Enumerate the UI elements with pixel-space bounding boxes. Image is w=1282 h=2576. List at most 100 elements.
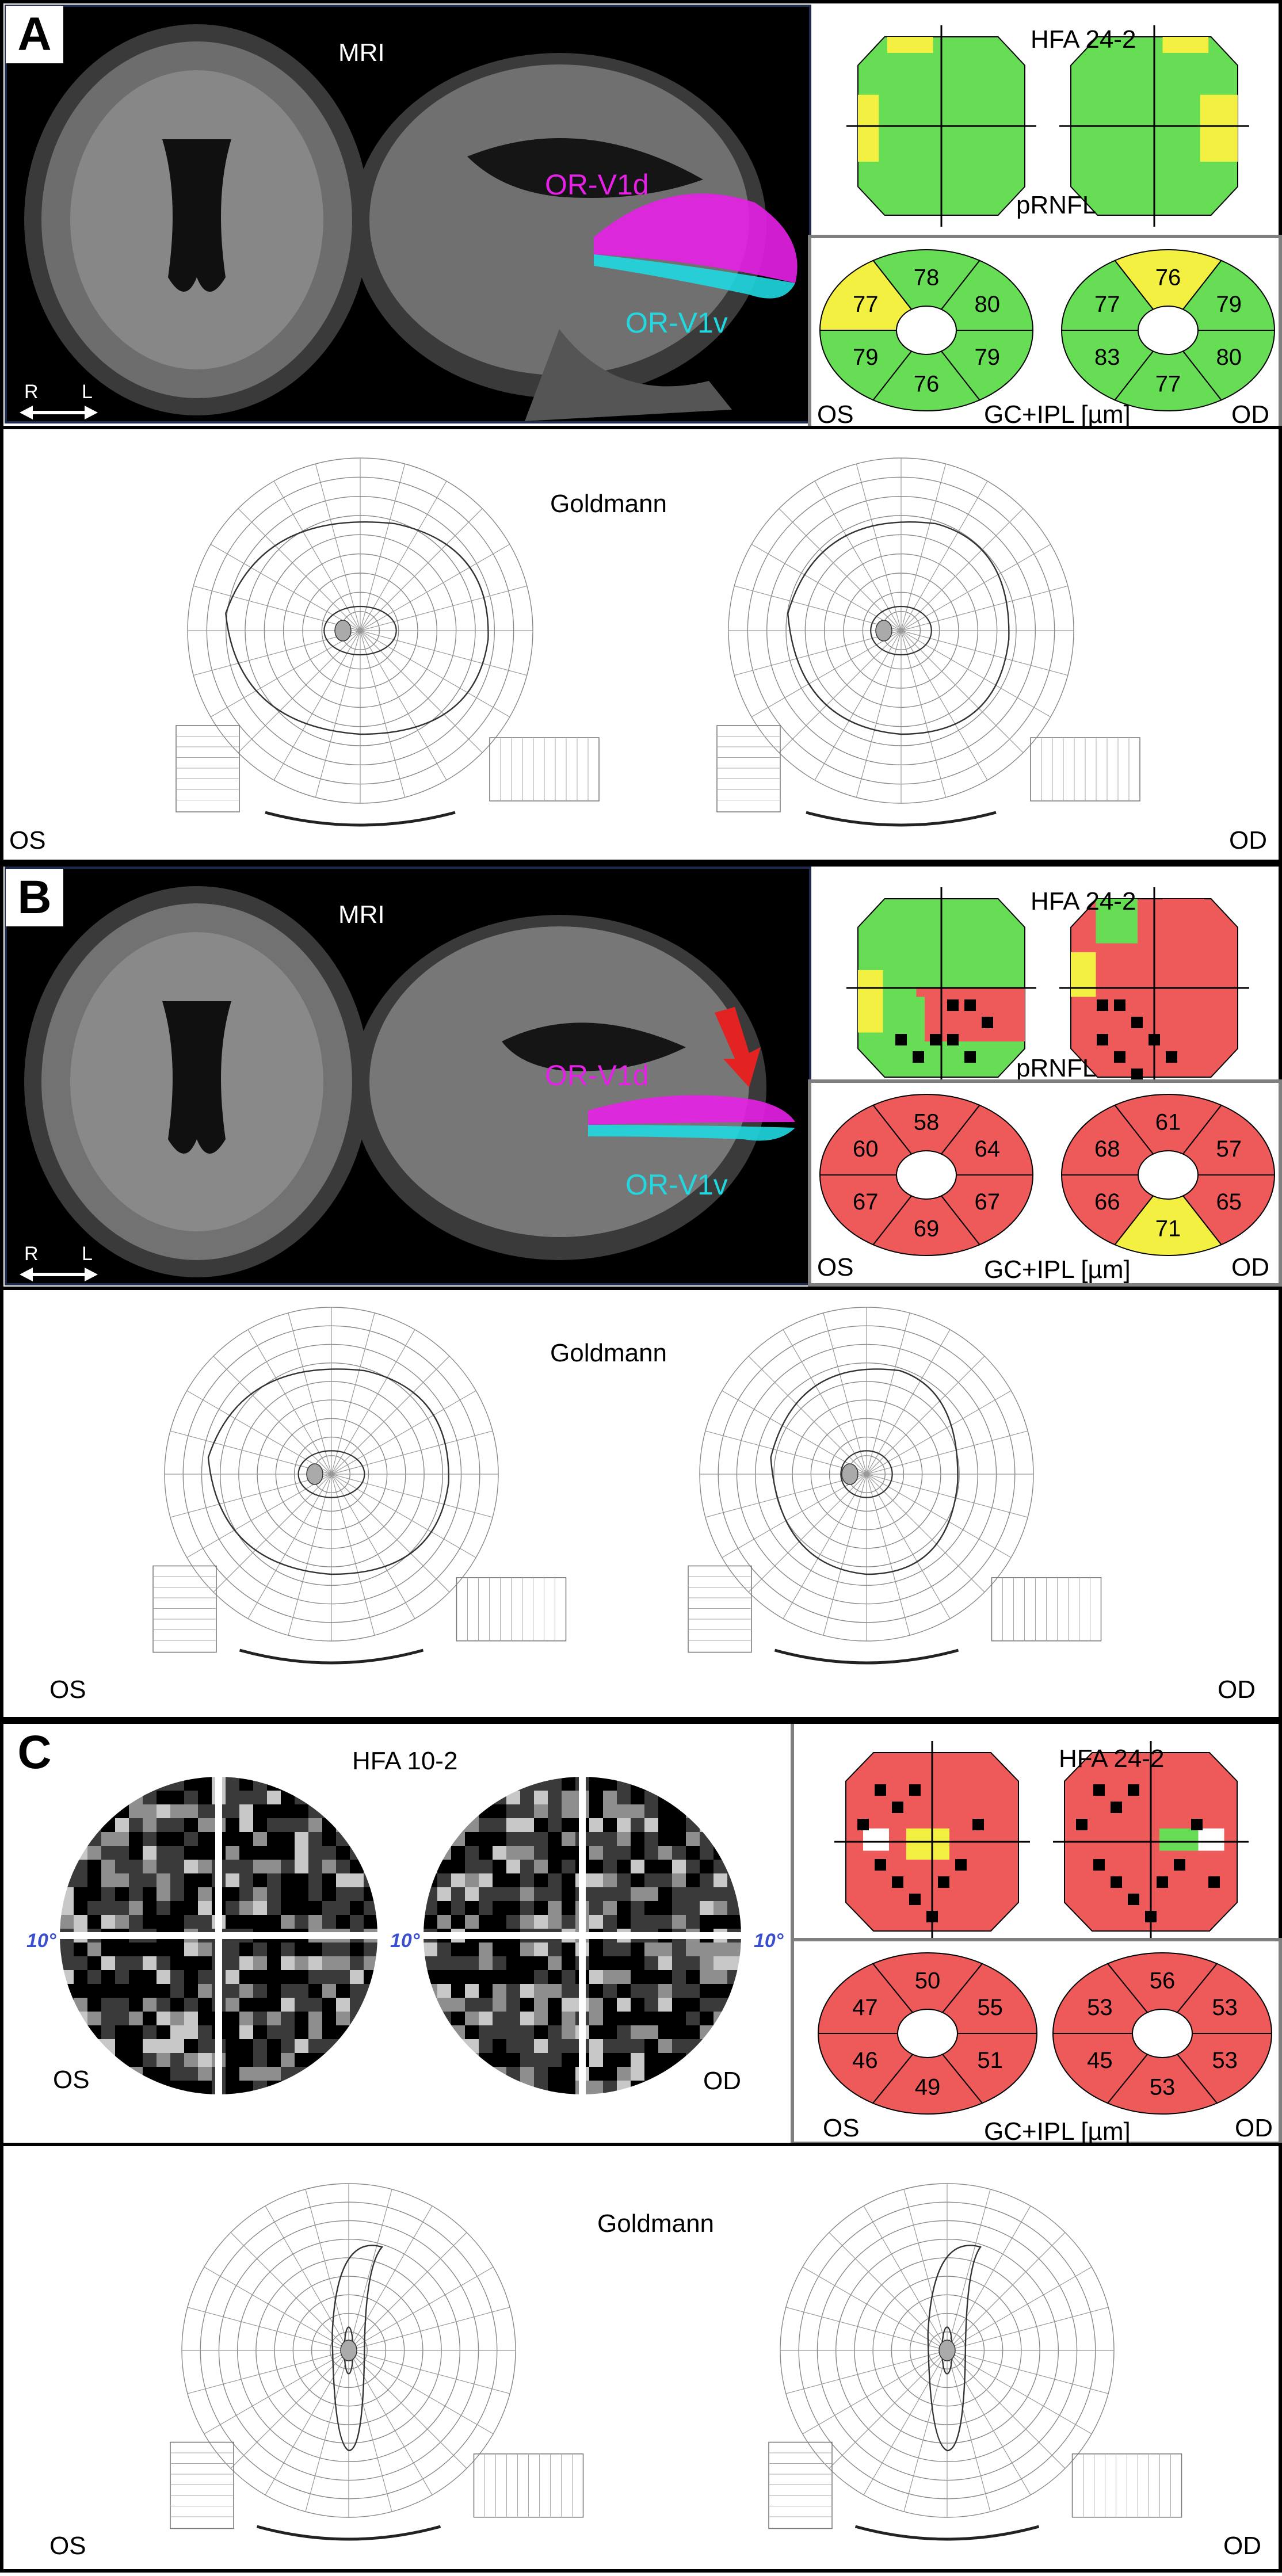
panel-c-hfa-od-defect-square xyxy=(1128,1894,1139,1905)
panel-b-goldmann-od-chart-isopter-outer xyxy=(770,1368,959,1575)
panel-a-od-sector-lower_left xyxy=(1060,330,1154,401)
panel-c-hfa-os-map xyxy=(834,1741,1030,1943)
panel-a-od-sector-upper_right xyxy=(1182,259,1276,331)
panel-a-goldmann-od-chart-isopter-inner xyxy=(870,605,932,656)
panel-c-hfa-od-defect-square xyxy=(1128,1784,1139,1796)
panel-c-goldmann-od-chart-isopter-outer xyxy=(927,2245,982,2452)
panel-b-goldmann-od: OD xyxy=(1218,1676,1256,1704)
panel-a-goldmann-os: OS xyxy=(9,826,46,854)
panel-a-hfa-os-region xyxy=(887,37,933,53)
panel-b-hfa242-box: HFA 24-2 pRNFL xyxy=(811,867,1279,1099)
panel-c-hfa-od-defect-square xyxy=(1174,1859,1185,1871)
panel-c-os-sector-lower_left xyxy=(817,2033,914,2104)
panel-b-os-value-lower_left: 67 xyxy=(853,1189,879,1215)
panel-c-od-sector-top xyxy=(1107,1952,1218,2013)
panel-a-os-value-lower_left: 79 xyxy=(853,345,879,370)
panel-c-os-sector-upper_right xyxy=(941,1963,1038,2034)
panel-b-od-value-lower_left: 66 xyxy=(1094,1189,1120,1215)
panel-a-orient-arrow-icon xyxy=(20,406,98,419)
panel-a-hfa-od-map xyxy=(1059,25,1249,227)
panel-c-hfa-os-defect-square xyxy=(955,1859,967,1871)
panel-c-goldmann-box: Goldmann OS OD xyxy=(0,2143,1282,2573)
panel-a-os-sector-upper_right xyxy=(940,259,1034,331)
panel-b-od-sector-upper_left xyxy=(1060,1104,1154,1176)
panel-b-od-value-lower_right: 65 xyxy=(1216,1189,1242,1215)
panel-c-od-value-bottom: 53 xyxy=(1150,2074,1176,2100)
panel-c-goldmann-charts xyxy=(170,2183,1182,2541)
panel-b-od-sector-lower_left xyxy=(1060,1174,1154,1246)
panel-c-goldmann-os-chart-isopter-outer xyxy=(331,2245,384,2452)
panel-b-tract-dorsal: OR-V1d xyxy=(545,1059,649,1092)
panel-b-goldmann-title: Goldmann xyxy=(550,1339,667,1367)
panel-b-hfa242-maps xyxy=(846,887,1249,1089)
panel-c-deg-mid: 10° xyxy=(390,1930,420,1952)
lesion-arrow-icon xyxy=(715,1007,761,1087)
panel-b-hfa-od-defect-square xyxy=(1114,999,1125,1011)
panel-c-letter: C xyxy=(6,1724,63,1781)
panel-b-tract-ventral: OR-V1v xyxy=(625,1169,728,1201)
panel-b-hfa-os-defect-square xyxy=(947,999,959,1011)
panel-a-hfa-os-region xyxy=(858,94,879,162)
panel-c-hfa-os-defect-square xyxy=(875,1859,886,1871)
panel-a-hfa242-box: HFA 24-2 pRNFL xyxy=(811,5,1279,237)
panel-c-hfa-os-defect-square xyxy=(892,1802,903,1813)
panel-b-hfa-os-defect-square xyxy=(930,1034,941,1045)
panel-b-hfa-os-defect-square xyxy=(947,1034,959,1045)
panel-a-od-value-top: 76 xyxy=(1155,265,1181,291)
panel-c-hfa-od-defect-square xyxy=(1208,1876,1220,1888)
panel-c-hfa-od-map xyxy=(1053,1741,1249,1943)
panel-c-gcipl-os: OS xyxy=(823,2114,860,2142)
panel-c-hfa-os-defect-square xyxy=(938,1876,949,1888)
panel-c-os-sector-bottom xyxy=(872,2054,983,2115)
panel-c-goldmann-od: OD xyxy=(1223,2532,1261,2560)
panel-a-os-value-top: 78 xyxy=(914,265,940,291)
panel-b-gcipl-od: OD xyxy=(1231,1253,1269,1281)
panel-c-os-value-upper_left: 47 xyxy=(852,1995,878,2020)
panel-b-od-value-top: 61 xyxy=(1155,1110,1181,1135)
panel-a-mri-image xyxy=(24,24,766,421)
panel-c-os-sector-top xyxy=(872,1952,983,2013)
panel-a-od-sector-upper_left xyxy=(1060,259,1154,331)
panel-a-od-value-upper_left: 77 xyxy=(1094,292,1120,317)
panel-a-od-value-lower_left: 83 xyxy=(1094,345,1120,370)
panel-a-hfa-os-map xyxy=(846,25,1036,227)
panel-c-hfa102-maps xyxy=(60,1777,741,2094)
panel-a-os-sector-lower_right xyxy=(940,330,1034,401)
panel-b-gcipl-label: GC+IPL [µm] xyxy=(984,1255,1131,1284)
panel-a-os-value-lower_right: 79 xyxy=(974,345,1000,370)
panel-c-hfa-od-defect-square xyxy=(1111,1876,1122,1888)
panel-a-os-value-bottom: 76 xyxy=(914,371,940,396)
panel-c-goldmann-title: Goldmann xyxy=(597,2209,715,2238)
panel-c-hfa-os-defect-square xyxy=(972,1819,984,1830)
panel-c-hfa-os-region xyxy=(863,1828,889,1851)
panel-a-tracts xyxy=(594,193,798,299)
panel-c-os-sector-upper_left xyxy=(817,1963,914,2034)
panel-c-hfa242-title: HFA 24-2 xyxy=(1059,1745,1165,1773)
panel-b-goldmann-os: OS xyxy=(49,1676,86,1704)
panel-a-goldmann-os-chart-isopter-inner xyxy=(323,605,397,656)
panel-b-gcipl-os: OS xyxy=(817,1253,854,1281)
panel-c-hfa-os-region xyxy=(906,1828,949,1860)
panel-b-hfa-os-defect-square xyxy=(895,1034,907,1045)
panel-b-orient-l: L xyxy=(82,1243,93,1265)
panel-b-os-sector-lower_left xyxy=(819,1174,913,1246)
panel-c-os-value-upper_right: 55 xyxy=(977,1995,1003,2020)
panel-c-hfa242-maps xyxy=(834,1741,1249,1943)
panel-c-hfa-od-defect-square xyxy=(1145,1911,1157,1922)
panel-b-hfa-os-map xyxy=(846,887,1036,1089)
panel-a-goldmann-box: Goldmann OS OD xyxy=(0,426,1282,863)
panel-a-goldmann-os-chart xyxy=(175,457,600,827)
panel-c-goldmann-os-chart xyxy=(170,2183,584,2541)
panel-b-hfa-od-region xyxy=(1071,952,1096,997)
panel-c-hfa-os-defect-square xyxy=(909,1894,921,1905)
panel-b-hfa-os-defect-square xyxy=(964,999,976,1011)
panel-c-os-value-lower_left: 46 xyxy=(852,2048,878,2073)
panel-b-prnfl-label: pRNFL xyxy=(1016,1054,1097,1082)
panel-b-od-sector-upper_right xyxy=(1182,1104,1276,1176)
panel-a-gcipl-od: OD xyxy=(1231,400,1269,429)
panel-c-hfa102-title: HFA 10-2 xyxy=(352,1747,458,1775)
